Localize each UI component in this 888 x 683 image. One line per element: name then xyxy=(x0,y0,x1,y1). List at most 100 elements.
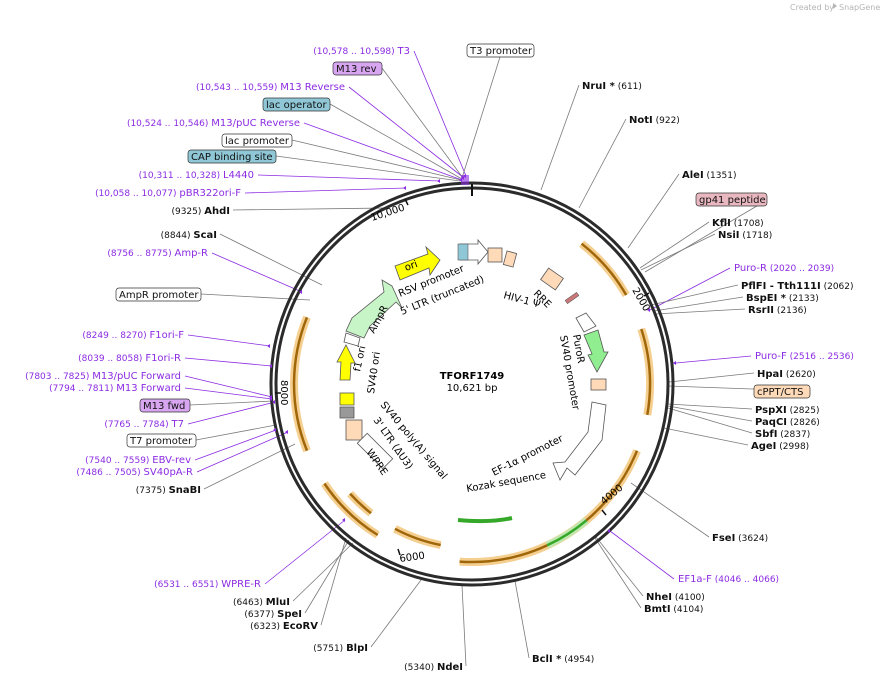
primer-pbr322ori-f[interactable]: (10,058 .. 10,077) pBR322ori-F xyxy=(95,188,241,199)
primer-name: WPRE-R xyxy=(221,579,261,590)
f1-ori-arrow[interactable] xyxy=(336,344,356,381)
primer-label: (7540 .. 7559) EBV-rev xyxy=(85,455,191,466)
cap-binding-site-box[interactable] xyxy=(187,149,277,164)
puror-small-arrow[interactable] xyxy=(575,312,597,333)
m13-rev-label: M13 rev xyxy=(336,64,377,75)
enzyme-scai[interactable]: (8844) ScaI xyxy=(161,230,217,241)
orf-arc[interactable] xyxy=(292,316,309,452)
rre-box[interactable] xyxy=(540,267,564,291)
primer-puro-f[interactable]: Puro-F (2516 .. 2536) xyxy=(755,351,854,362)
lac-promoter-box[interactable] xyxy=(221,133,293,148)
enzyme-name: NdeI xyxy=(437,662,463,673)
enzyme-position: (3624) xyxy=(735,534,768,544)
enzyme-blpi[interactable]: (5751) BlpI xyxy=(313,643,368,654)
gp41-peptide-label: gp41 peptide xyxy=(699,195,766,206)
enzyme-alei[interactable]: AleI (1351) xyxy=(682,170,736,181)
enzyme-nrui[interactable]: NruI * (611) xyxy=(582,81,642,92)
sv40-ori-box[interactable] xyxy=(339,392,355,406)
enzyme-label: PflFI - Tth111I (2062) xyxy=(741,281,854,292)
primer-wpre-r[interactable]: (6531 .. 6551) WPRE-R xyxy=(154,579,261,590)
primer-marker xyxy=(459,178,462,182)
enzyme-position: (8844) xyxy=(161,231,194,241)
enzyme-nsii[interactable]: NsiI (1718) xyxy=(718,230,772,241)
gp41-peptide-box[interactable] xyxy=(695,192,768,207)
enzyme-hpai[interactable]: HpaI (2620) xyxy=(757,369,816,380)
enzyme-bspei[interactable]: BspEI * (2133) xyxy=(746,293,819,304)
ampr-promoter-box[interactable] xyxy=(115,287,202,302)
enzyme-ahdi[interactable]: (9325) AhdI xyxy=(171,206,230,217)
primer-amp-r[interactable]: (8756 .. 8775) Amp-R xyxy=(107,248,208,259)
primer-range: (7803 .. 7825) xyxy=(25,372,92,382)
enzyme-position: (611) xyxy=(615,82,642,92)
primer-m13-puc-forward[interactable]: (7803 .. 7825) M13/pUC Forward xyxy=(25,371,181,382)
enzyme-fsei[interactable]: FseI (3624) xyxy=(712,533,768,544)
cppt-cts-box[interactable] xyxy=(753,384,811,399)
orf-arc[interactable] xyxy=(580,242,628,296)
primer-ebv-rev[interactable]: (7540 .. 7559) EBV-rev xyxy=(85,455,191,466)
orf-arc[interactable] xyxy=(323,482,379,537)
primer-m13-forward[interactable]: (7794 .. 7811) M13 Forward xyxy=(49,383,181,394)
primer-name: Puro-F xyxy=(755,351,787,362)
primer-marker xyxy=(437,179,440,183)
puror-arrow[interactable] xyxy=(583,329,609,373)
green-arc[interactable] xyxy=(546,519,588,547)
enzyme-name: NruI * xyxy=(582,81,616,92)
primer-m13-puc-reverse[interactable]: (10,524 .. 10,546) M13/pUC Reverse xyxy=(127,118,300,129)
primer-ef1a-f[interactable]: EF1a-F (4046 .. 4066) xyxy=(678,574,779,585)
enzyme-agei[interactable]: AgeI (2998) xyxy=(751,441,809,452)
enzyme-sbfi[interactable]: SbfI (2837) xyxy=(755,429,810,440)
primer-range: (6531 .. 6551) xyxy=(154,580,221,590)
primer-l4440[interactable]: (10,311 .. 10,328) L4440 xyxy=(139,170,254,181)
lac-operator-box[interactable] xyxy=(262,97,331,112)
t7-promoter-box[interactable] xyxy=(126,433,197,448)
enzyme-mlui[interactable]: (6463) MluI xyxy=(233,597,290,608)
primer-sv40pa-r[interactable]: (7486 .. 7505) SV40pA-R xyxy=(76,467,193,478)
primer-label: EF1a-F (4046 .. 4066) xyxy=(678,574,779,585)
m13-rev-box[interactable] xyxy=(332,61,383,76)
enzyme-pspxi[interactable]: PspXI (2825) xyxy=(755,405,820,416)
orf-arc[interactable] xyxy=(394,527,441,547)
enzyme-label: PspXI (2825) xyxy=(755,405,820,416)
primer-f1ori-r[interactable]: (8039 .. 8058) F1ori-R xyxy=(78,353,181,364)
enzyme-ecorv[interactable]: (6323) EcoRV xyxy=(250,621,318,632)
enzyme-position: (2998) xyxy=(776,442,809,452)
enzyme-label: (7375) SnaBI xyxy=(136,485,201,496)
primer-t3[interactable]: (10,578 .. 10,598) T3 xyxy=(313,46,410,57)
primer-label: (6531 .. 6551) WPRE-R xyxy=(154,579,261,590)
primer-puro-r[interactable]: Puro-R (2020 .. 2039) xyxy=(734,263,834,274)
enzyme-pflfi[interactable]: PflFI - Tth111I (2062) xyxy=(741,281,854,292)
hiv1-psi-box[interactable] xyxy=(502,250,518,268)
enzyme-noti[interactable]: NotI (922) xyxy=(629,115,680,126)
enzyme-nhei[interactable]: NheI (4100) xyxy=(646,592,705,603)
m13-fwd-box[interactable] xyxy=(139,398,191,413)
enzyme-position: (1351) xyxy=(704,171,737,181)
enzyme-label: NotI (922) xyxy=(629,115,680,126)
primer-label: Puro-F (2516 .. 2536) xyxy=(755,351,854,362)
primer-name: M13 Forward xyxy=(116,383,181,394)
wpre-box[interactable] xyxy=(356,432,394,470)
enzyme-bmti[interactable]: BmtI (4104) xyxy=(644,604,703,615)
enzyme-kfli[interactable]: KflI (1708) xyxy=(712,218,764,229)
enzyme-bcli[interactable]: BclI * (4954) xyxy=(532,654,594,665)
primer-label: (7765 .. 7784) T7 xyxy=(104,419,184,430)
enzyme-snabi[interactable]: (7375) SnaBI xyxy=(136,485,201,496)
enzyme-paqci[interactable]: PaqCI (2826) xyxy=(755,417,820,428)
enzyme-ndei[interactable]: (5340) NdeI xyxy=(404,662,463,673)
primer-f1ori-f[interactable]: (8249 .. 8270) F1ori-F xyxy=(82,330,184,341)
enzyme-rsrii[interactable]: RsrII (2136) xyxy=(748,305,807,316)
ef1a-promoter-arrow[interactable] xyxy=(552,401,607,481)
orf-arc[interactable] xyxy=(640,328,652,416)
ori-arrow[interactable] xyxy=(394,245,441,281)
t3-promoter-box[interactable] xyxy=(466,43,535,58)
enzyme-position: (6463) xyxy=(233,598,266,608)
ltr3-box[interactable] xyxy=(345,419,363,441)
primer-t7[interactable]: (7765 .. 7784) T7 xyxy=(104,419,184,430)
primer-m13-reverse[interactable]: (10,543 .. 10,559) M13 Reverse xyxy=(196,82,345,93)
credit-text: Created by xyxy=(790,3,834,12)
orf-arc[interactable] xyxy=(349,492,372,515)
enzyme-spei[interactable]: (6377) SpeI xyxy=(244,609,302,620)
ltr5-box[interactable] xyxy=(487,247,503,263)
cppt-box[interactable] xyxy=(590,378,607,391)
ampr-arrow[interactable] xyxy=(345,279,403,339)
sv40-polya-box[interactable] xyxy=(339,406,355,419)
